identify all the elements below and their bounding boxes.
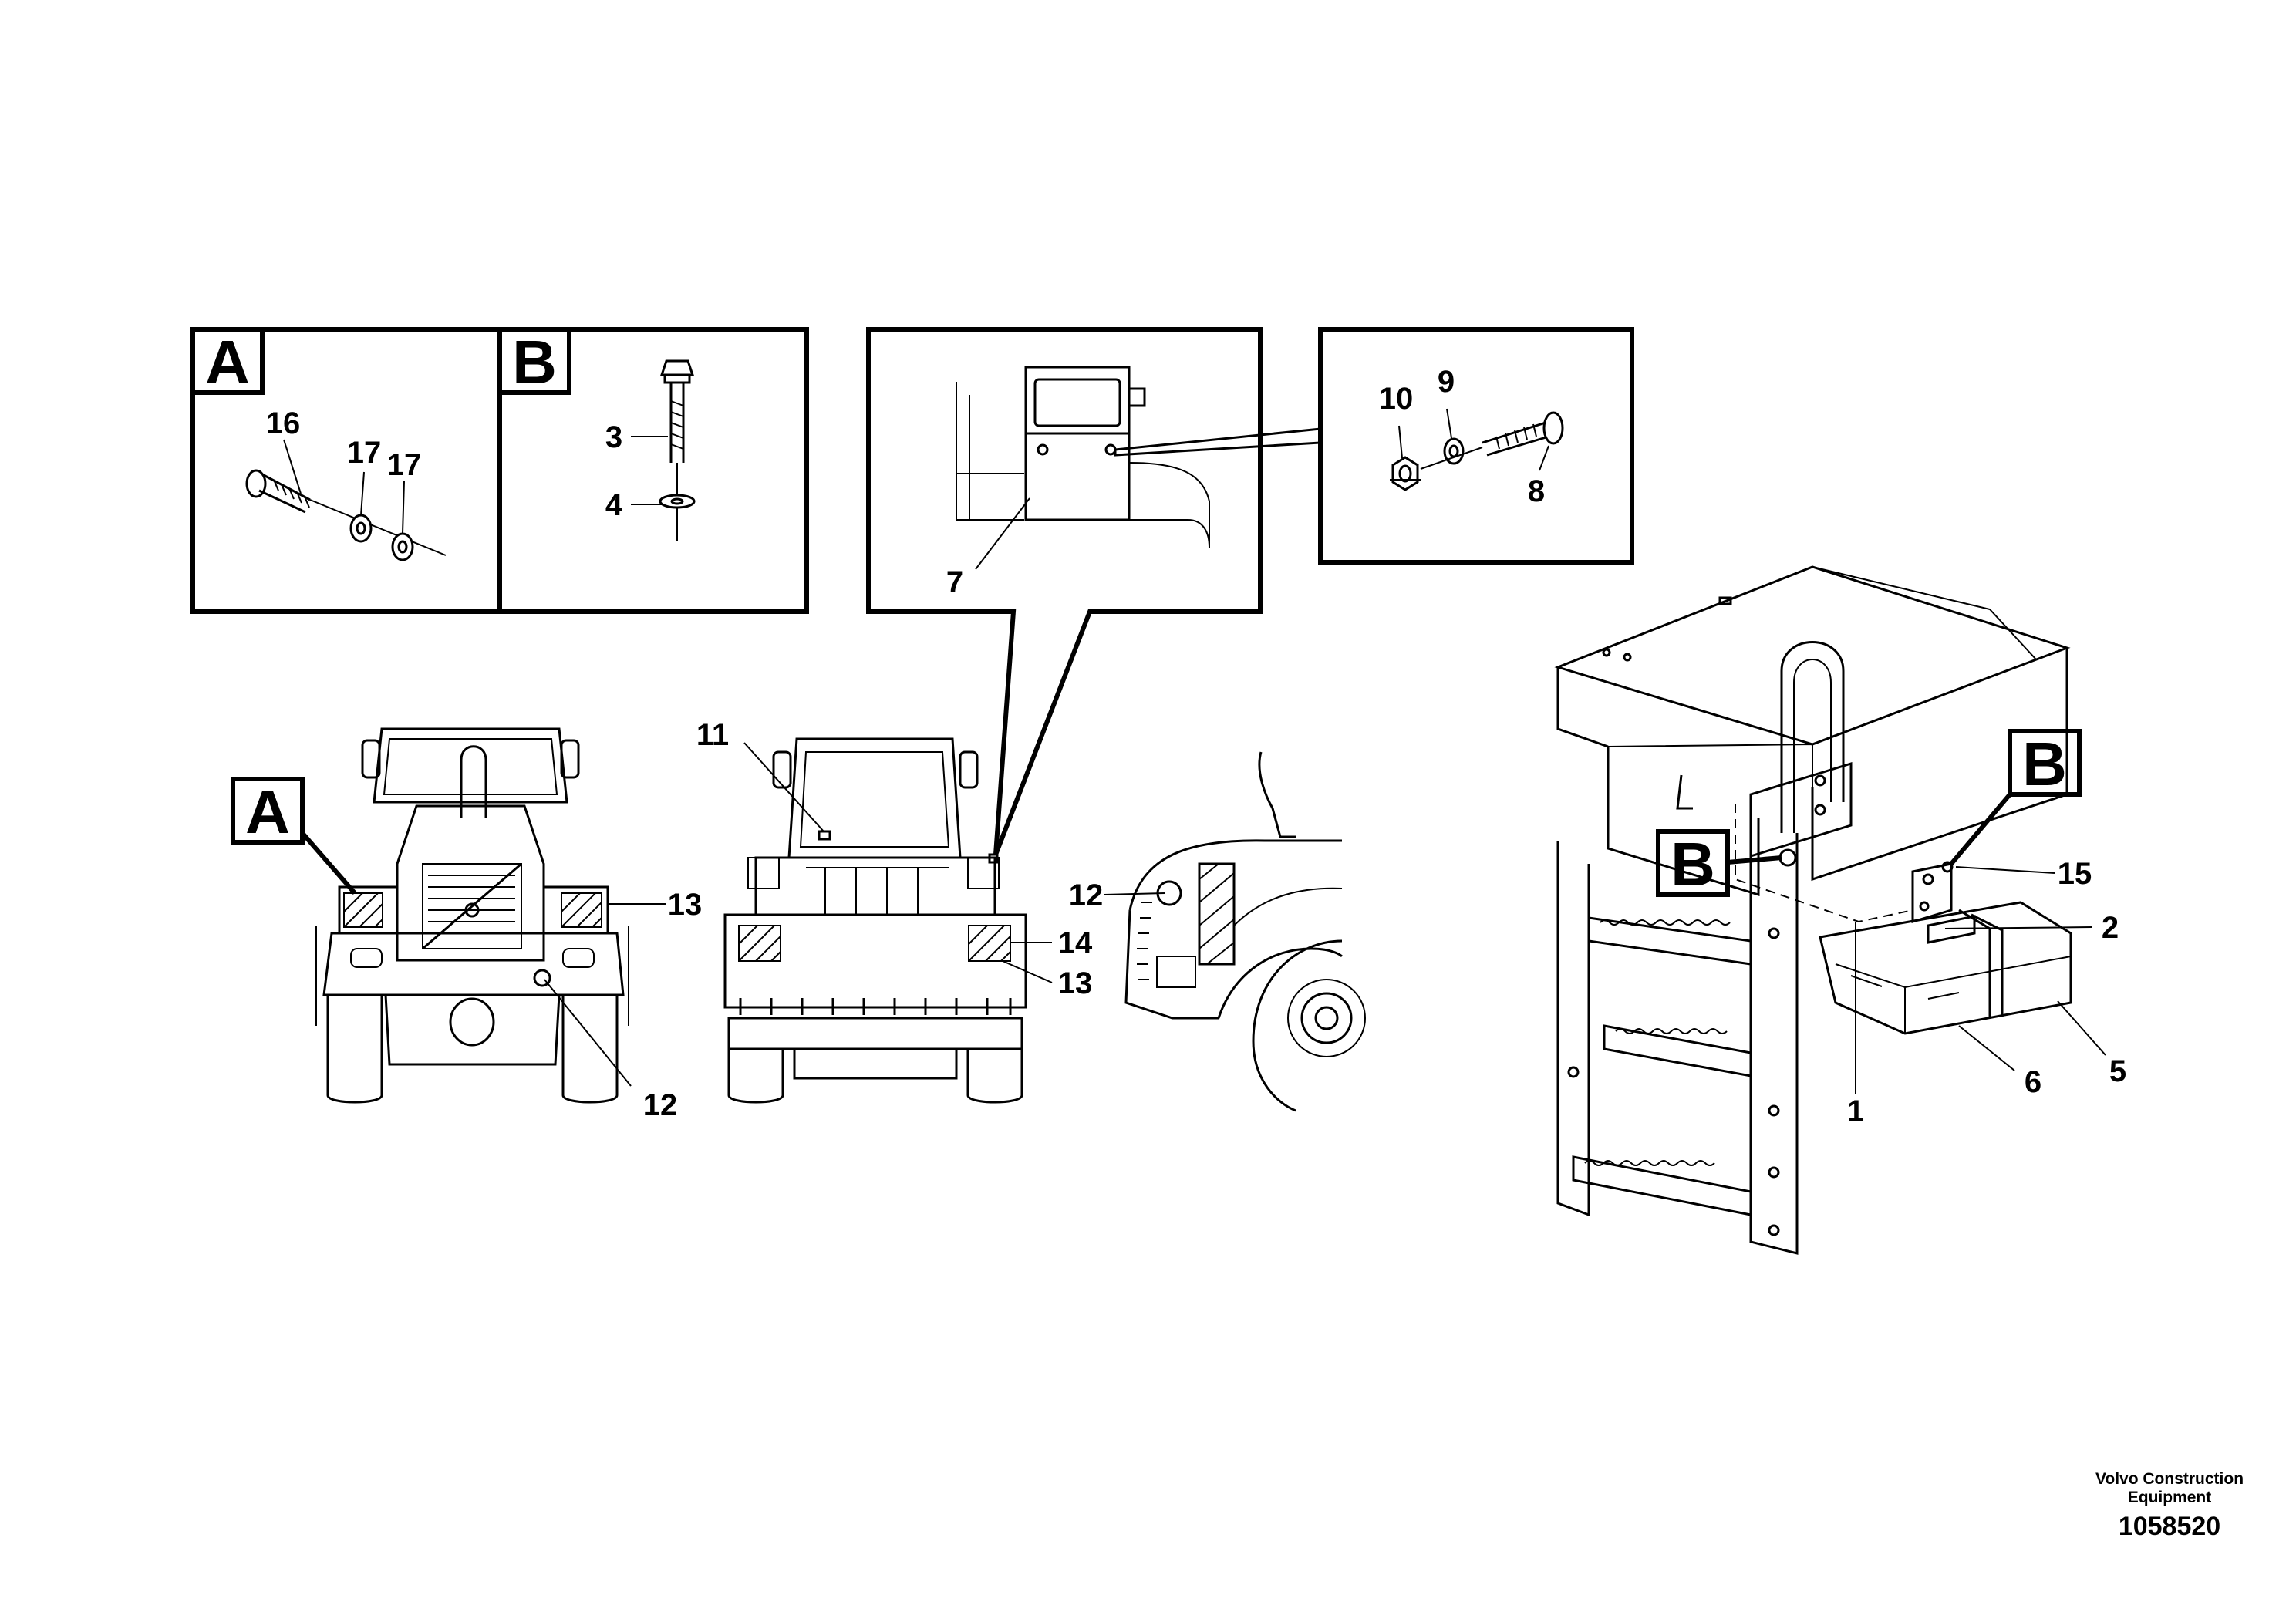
detail-b-letter: B [512,328,557,396]
ladder-step-middle [1603,1024,1752,1077]
detail-panel-fasteners: 10 9 8 [1318,327,1634,565]
loader-side-view [1124,751,1366,1112]
callout-5: 5 [2109,1054,2126,1088]
ladder-reference-b-lower: B [1656,829,1782,899]
loader-rear-view [723,737,1027,1104]
callout-16: 16 [266,406,301,440]
ladder-step-upper [1587,916,1752,966]
callout-10: 10 [1379,382,1414,416]
callout-15: 15 [2058,857,2092,891]
callout-13-rear: 13 [1058,966,1093,1000]
callout-17-b: 17 [387,448,422,482]
callout-7: 7 [946,565,963,599]
callout-17-a: 17 [347,436,382,470]
callout-12-side: 12 [1069,878,1104,912]
svg-text:B: B [1671,830,1715,899]
callout-3: 3 [605,420,622,454]
screw-washer-assembly-a [245,469,447,561]
credit-line-1: Volvo Construction [2095,1470,2244,1488]
callout-6: 6 [2025,1065,2041,1099]
svg-text:A: A [245,777,290,846]
detail-panel-ab: A B 16 17 17 3 [190,327,809,614]
callout-12-front: 12 [643,1088,678,1122]
svg-text:B: B [2022,730,2067,798]
document-number: 1058520 [2119,1512,2220,1541]
credit-block: Volvo Construction Equipment 1058520 [2095,1470,2244,1541]
loader-front-view [315,727,629,1104]
ladder-toolbox-assembly [1554,565,2072,1255]
bolt-washer-assembly-b [659,359,696,541]
ladder-step-lower [1572,1155,1752,1216]
callout-13-front: 13 [668,888,703,922]
callout-14: 14 [1058,926,1093,960]
detail-panel-control-unit: 7 [866,327,1322,856]
callout-1: 1 [1847,1094,1864,1128]
detail-a-letter: A [205,328,250,396]
callout-4: 4 [605,488,623,522]
callout-2: 2 [2102,911,2119,945]
tank-with-strap [1819,901,2072,1035]
front-view-reference-a: A [231,777,357,895]
callout-11: 11 [696,718,729,752]
ladder-reference-b-upper: B [1949,729,2082,865]
callout-9: 9 [1438,365,1455,399]
callout-8: 8 [1528,474,1545,508]
credit-line-2: Equipment [2128,1489,2212,1506]
